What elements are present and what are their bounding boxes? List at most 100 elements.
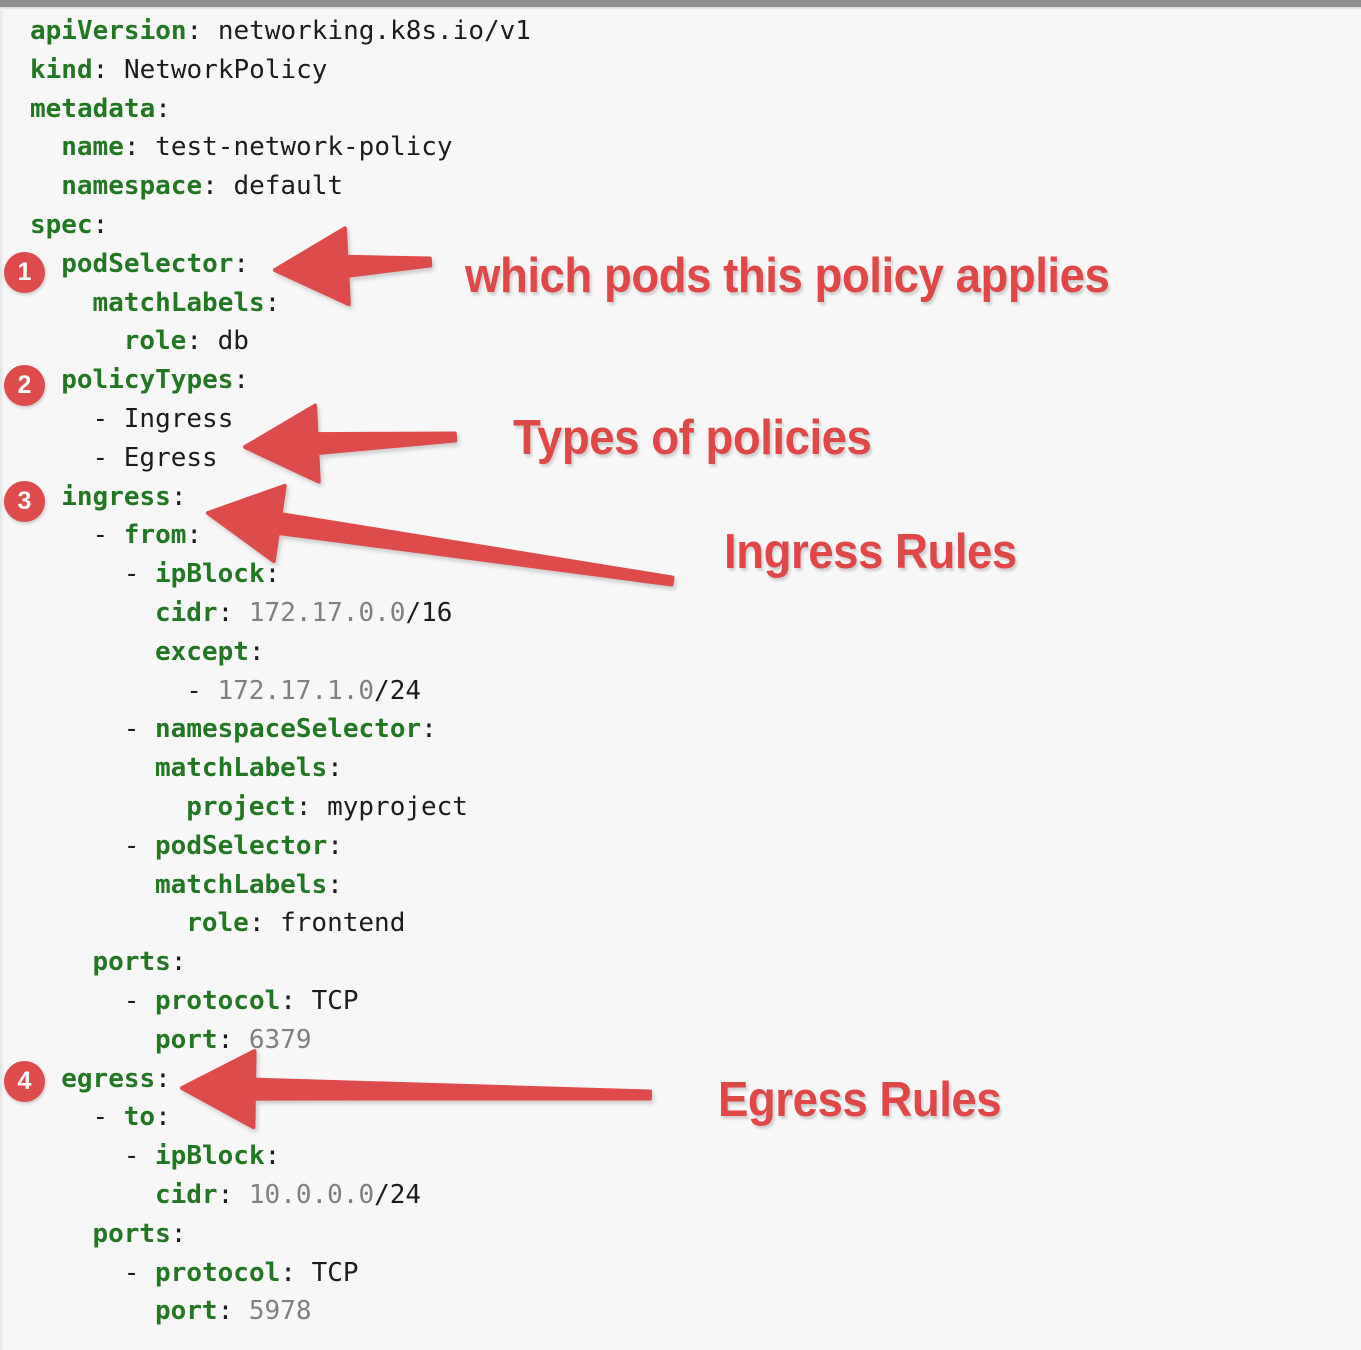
code-line: namespace: default xyxy=(0,167,1361,206)
yaml-key: egress xyxy=(61,1063,156,1094)
yaml-colon: : xyxy=(170,947,187,978)
arrow-to-pod-selector-icon xyxy=(273,226,433,307)
yaml-number-value: 172.17.0.0 xyxy=(248,597,406,628)
yaml-key: ports xyxy=(92,947,171,978)
yaml-colon: : xyxy=(264,559,281,590)
code-line: matchLabels: xyxy=(0,749,1361,788)
code-line-text: policyTypes: xyxy=(0,361,249,400)
code-line-text: role: db xyxy=(0,322,249,361)
yaml-colon: : xyxy=(327,869,343,900)
code-line-text: - to: xyxy=(0,1098,171,1137)
code-line-text: namespace: default xyxy=(0,167,343,206)
code-line-text: - ipBlock: xyxy=(0,1137,281,1176)
code-line: podSelector: xyxy=(0,245,1361,284)
yaml-value: db xyxy=(217,326,249,357)
code-line: - Ingress xyxy=(0,400,1361,439)
yaml-key: protocol xyxy=(155,985,281,1016)
step-badge-2: 2 xyxy=(4,365,45,406)
code-line: cidr: 10.0.0.0/24 xyxy=(0,1176,1361,1215)
list-dash: - xyxy=(92,520,124,551)
code-line-text: egress: xyxy=(0,1060,171,1099)
list-dash: - xyxy=(123,1141,156,1172)
yaml-colon: : xyxy=(233,248,250,279)
yaml-colon: : xyxy=(202,171,218,202)
code-line: - 172.17.1.0/24 xyxy=(0,672,1361,711)
list-dash: - xyxy=(123,559,156,590)
yaml-value: test-network-policy xyxy=(155,132,453,163)
code-line-text: spec: xyxy=(0,206,108,245)
yaml-colon: : xyxy=(155,1102,171,1133)
yaml-key: from xyxy=(123,520,187,551)
code-line: - to: xyxy=(0,1098,1361,1137)
yaml-colon: : xyxy=(92,54,109,85)
yaml-key: matchLabels xyxy=(154,869,328,900)
code-line: ports: xyxy=(0,943,1361,982)
code-line-text: port: 6379 xyxy=(0,1021,312,1060)
yaml-colon: : xyxy=(217,1024,234,1055)
code-line: - protocol: TCP xyxy=(0,1254,1361,1293)
yaml-value: frontend xyxy=(280,908,406,939)
yaml-number-value: 172.17.1.0 xyxy=(217,675,375,706)
yaml-key: ipBlock xyxy=(155,1141,265,1172)
code-line-text: - ipBlock: xyxy=(0,555,281,594)
yaml-value-suffix: /16 xyxy=(405,597,453,628)
code-line: role: db xyxy=(0,322,1361,361)
yaml-number-value: 10.0.0.0 xyxy=(248,1179,375,1210)
yaml-value: networking.k8s.io/v1 xyxy=(217,16,531,46)
yaml-colon: : xyxy=(186,520,203,551)
yaml-colon: : xyxy=(421,714,437,745)
yaml-key: role xyxy=(186,908,249,939)
yaml-value-suffix: /24 xyxy=(374,675,422,706)
yaml-key: cidr xyxy=(154,597,218,628)
step-badge-3: 3 xyxy=(4,481,45,522)
yaml-colon: : xyxy=(264,1141,281,1172)
yaml-key: spec xyxy=(30,209,93,240)
code-line: policyTypes: xyxy=(0,361,1361,400)
code-line: except: xyxy=(0,633,1361,672)
yaml-colon: : xyxy=(155,1063,171,1094)
list-dash: - xyxy=(92,1102,124,1133)
yaml-key: apiVersion xyxy=(30,16,187,46)
step-badge-4: 4 xyxy=(4,1061,45,1102)
code-line: metadata: xyxy=(0,90,1361,129)
yaml-colon: : xyxy=(280,985,296,1016)
yaml-colon: : xyxy=(327,753,343,784)
yaml-key: podSelector xyxy=(61,248,234,279)
code-line: matchLabels: xyxy=(0,866,1361,905)
code-block-left-border xyxy=(0,10,4,1350)
code-line-text: ports: xyxy=(0,943,186,982)
code-line-text: cidr: 172.17.0.0/16 xyxy=(0,594,452,633)
code-line: - from: xyxy=(0,516,1361,555)
code-line-text: - Ingress xyxy=(0,400,233,439)
list-dash: - xyxy=(123,1257,156,1288)
annot-policy-types: Types of policies xyxy=(513,411,872,465)
code-line: name: test-network-policy xyxy=(0,128,1361,167)
yaml-key: kind xyxy=(30,54,93,85)
code-line-text: - 172.17.1.0/24 xyxy=(0,672,421,711)
code-line-text: port: 5978 xyxy=(0,1292,312,1331)
yaml-colon: : xyxy=(92,209,109,240)
code-line-text: kind: NetworkPolicy xyxy=(0,51,327,90)
yaml-key: policyTypes xyxy=(61,365,234,396)
yaml-key: metadata xyxy=(30,93,156,124)
step-badge-1: 1 xyxy=(4,252,45,293)
yaml-colon: : xyxy=(248,636,265,667)
code-line: ingress: xyxy=(0,478,1361,517)
code-line-text: apiVersion: networking.k8s.io/v1 xyxy=(0,12,531,51)
code-line-text: - Egress xyxy=(0,439,217,478)
yaml-colon: : xyxy=(233,365,250,396)
yaml-colon: : xyxy=(295,791,312,822)
yaml-value-suffix: /24 xyxy=(374,1179,422,1210)
list-dash: - xyxy=(186,675,218,706)
yaml-colon: : xyxy=(217,1296,234,1327)
code-line-text: matchLabels: xyxy=(0,284,280,323)
annot-pod-selector: which pods this policy applies xyxy=(465,249,1110,303)
code-block-top-border xyxy=(0,0,1361,7)
yaml-colon: : xyxy=(264,287,281,318)
code-block-top-shadow xyxy=(0,7,1361,10)
code-line: - ipBlock: xyxy=(0,1137,1361,1176)
yaml-value: myproject xyxy=(327,791,468,822)
code-line-text: - namespaceSelector: xyxy=(0,710,437,749)
